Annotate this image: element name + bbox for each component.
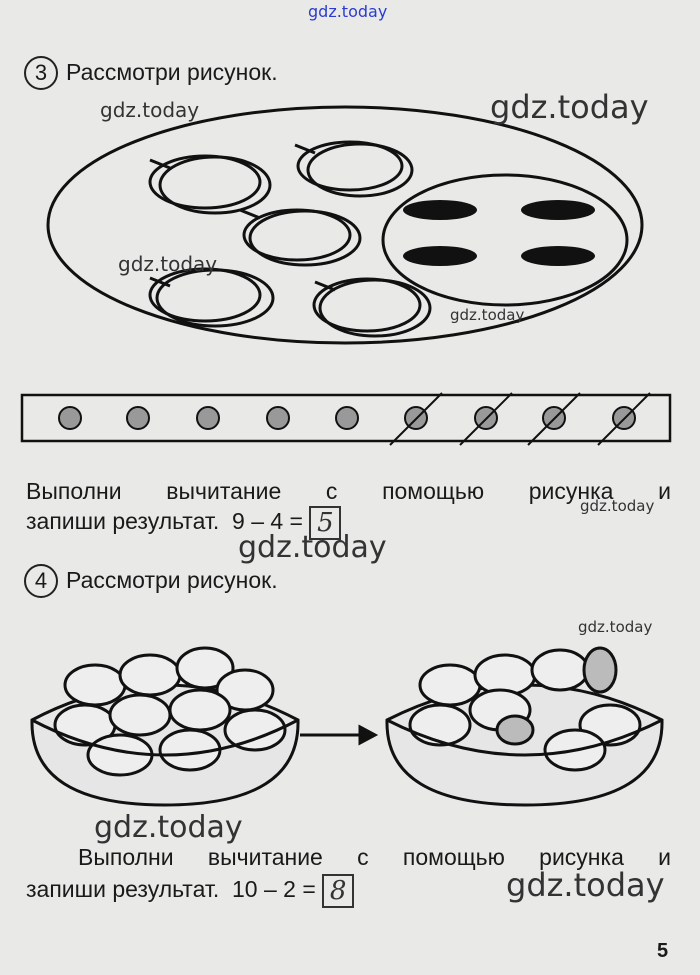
word: вычитание — [166, 478, 282, 504]
word: вычитание — [207, 844, 323, 870]
task4-heading: 4 Рассмотри рисунок. — [24, 564, 278, 598]
watermark: gdz.today — [490, 88, 649, 126]
task3-title: Рассмотри рисунок. — [66, 59, 278, 85]
task3-instruction-line2: запиши результат. 9 – 4 = 5 — [26, 506, 342, 540]
task-number: 3 — [24, 56, 58, 90]
instruction-text: запиши результат. — [26, 876, 220, 903]
bowls-with-eggs-illustration — [30, 646, 664, 807]
word: рисунка — [539, 844, 624, 870]
watermark: gdz.today — [506, 866, 665, 904]
word: и — [658, 478, 671, 504]
page-number: 5 — [657, 940, 669, 962]
answer-box[interactable]: 8 — [322, 874, 355, 908]
plate-with-plums-illustration — [20, 105, 672, 446]
watermark: gdz.today — [100, 98, 200, 122]
task4-title: Рассмотри рисунок. — [66, 567, 278, 593]
watermark: gdz.today — [450, 306, 525, 324]
word: с — [325, 478, 338, 504]
task4-instruction-line2: запиши результат. 10 – 2 = 8 — [26, 874, 355, 908]
word: рисунка — [528, 478, 614, 504]
word: Выполни — [26, 478, 122, 504]
expression: 10 – 2 = — [232, 876, 316, 903]
watermark-top: gdz.today — [308, 2, 388, 21]
watermark: gdz.today — [118, 252, 218, 276]
task3-heading: 3 Рассмотри рисунок. — [24, 56, 278, 90]
word: и — [658, 844, 671, 870]
expression: 9 – 4 = — [232, 508, 303, 535]
watermark: gdz.today — [94, 810, 243, 845]
instruction-text: запиши результат. — [26, 508, 220, 535]
watermark: gdz.today — [238, 530, 387, 565]
task-number: 4 — [24, 564, 58, 598]
word: помощью — [382, 478, 485, 504]
watermark: gdz.today — [580, 497, 655, 515]
word: помощью — [402, 844, 505, 870]
word: с — [357, 844, 369, 870]
word: Выполни — [78, 844, 174, 870]
task3-instruction-line1: Выполни вычитание с помощью рисунка и — [26, 478, 671, 505]
task4-instruction-line1: Выполни вычитание с помощью рисунка и — [26, 844, 671, 871]
answer-box[interactable]: 5 — [309, 506, 342, 540]
watermark: gdz.today — [578, 618, 653, 636]
